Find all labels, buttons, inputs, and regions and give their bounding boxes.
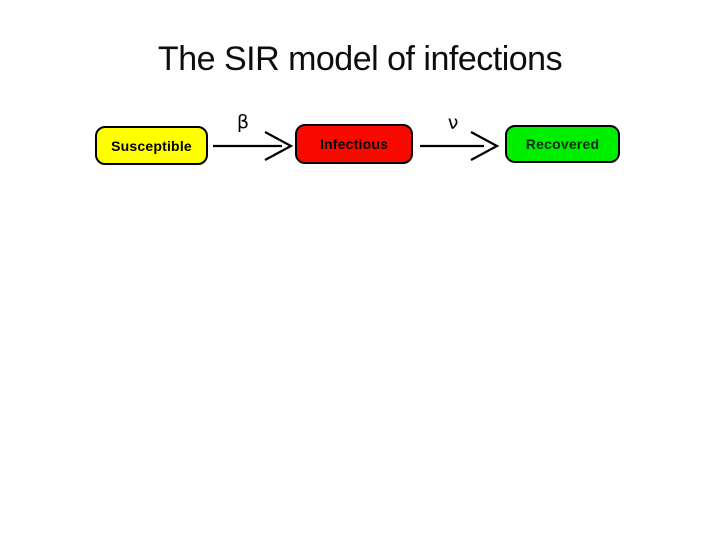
node-susceptible-label: Susceptible (111, 137, 192, 154)
node-recovered-label: Recovered (525, 136, 600, 152)
node-recovered: Recovered (505, 125, 620, 163)
edge-label-beta: β (236, 111, 250, 133)
arrow-infectious-to-recovered (420, 131, 500, 161)
node-infectious: Infectious (295, 124, 413, 164)
node-infectious-label: Infectious (319, 136, 389, 152)
node-susceptible: Susceptible (95, 126, 208, 165)
slide-title: The SIR model of infections (157, 40, 563, 78)
edge-label-nu: ν (447, 112, 459, 134)
arrow-susceptible-to-infectious (213, 131, 294, 161)
